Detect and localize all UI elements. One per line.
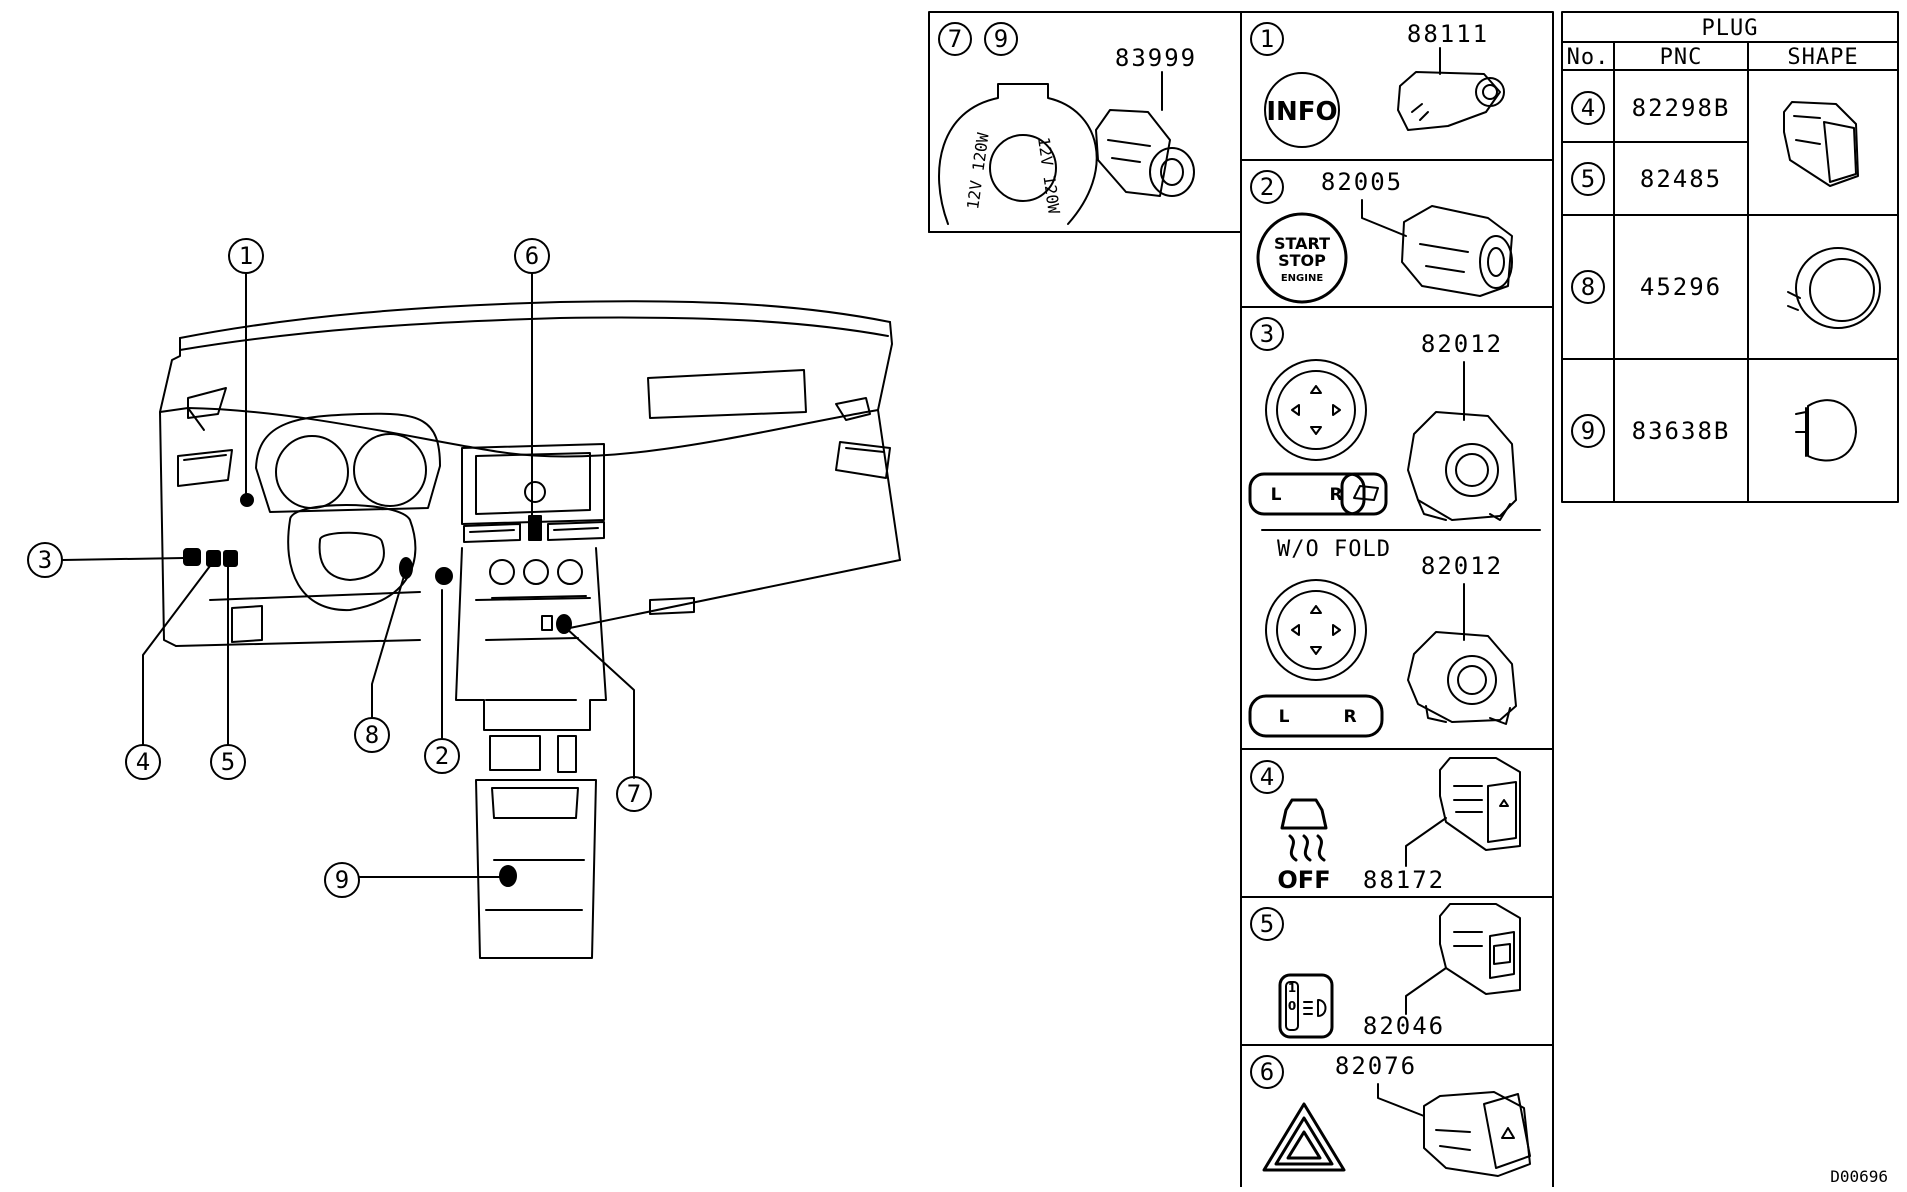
svg-text:45296: 45296 [1640, 273, 1722, 301]
hazard-switch-part-icon [1377, 1083, 1531, 1177]
plug-table: PLUG No. PNC SHAPE 4 82298B 5 82485 8 45… [1561, 11, 1899, 503]
svg-text:W/O FOLD: W/O FOLD [1277, 537, 1391, 562]
svg-text:9: 9 [1581, 417, 1595, 445]
mirror-switch-part-icon [1407, 361, 1517, 521]
svg-text:PNC: PNC [1660, 45, 1703, 70]
parts-column [928, 11, 1554, 1192]
stability-switch-part-icon [1405, 757, 1521, 867]
svg-text:5: 5 [221, 748, 235, 776]
mirror-fold-button-icon [1340, 472, 1388, 516]
plug-row: 8 45296 [1571, 270, 1722, 304]
callout-7: 7 [616, 776, 652, 812]
plug-9-shape-icon [1795, 399, 1857, 462]
svg-text:4: 4 [1260, 763, 1274, 791]
svg-text:INFO: INFO [1266, 97, 1337, 127]
svg-text:7: 7 [948, 25, 962, 53]
drawing-reference: D00696 [1830, 1167, 1888, 1186]
svg-text:12V 120W: 12V 120W [963, 131, 993, 210]
dashboard-drawing [62, 272, 901, 959]
plug-4-5-shape-icon [1783, 101, 1859, 187]
svg-text:2: 2 [435, 742, 449, 770]
callout-5: 5 [210, 744, 246, 780]
part-3: 3 82012 L R [1248, 317, 1517, 521]
svg-text:88111: 88111 [1407, 20, 1489, 48]
svg-text:ENGINE: ENGINE [1281, 273, 1323, 284]
mirror-switch-part-icon [1407, 583, 1517, 725]
svg-text:7: 7 [627, 780, 641, 808]
svg-text:83999: 83999 [1115, 44, 1197, 72]
hazard-triangle-icon [1262, 1102, 1346, 1172]
svg-text:6: 6 [525, 242, 539, 270]
svg-text:4: 4 [136, 748, 150, 776]
svg-text:82076: 82076 [1335, 1052, 1417, 1080]
svg-text:STOP: STOP [1278, 251, 1326, 270]
callout-2: 2 [424, 738, 460, 774]
headlight-leveling-icon: 1 0 [1278, 973, 1334, 1039]
svg-text:4: 4 [1581, 94, 1595, 122]
svg-text:1: 1 [239, 242, 253, 270]
svg-text:9: 9 [335, 866, 349, 894]
svg-text:3: 3 [1260, 320, 1274, 348]
svg-text:1: 1 [1288, 981, 1296, 995]
svg-text:12V 120W: 12V 120W [1034, 136, 1064, 215]
svg-text:5: 5 [1581, 165, 1595, 193]
svg-text:R: R [1329, 485, 1342, 505]
socket-part-icon [1095, 71, 1195, 197]
callout-4: 4 [125, 744, 161, 780]
plug-row: 4 82298B [1571, 91, 1731, 125]
part-4: 4 88172 OFF [1250, 757, 1521, 894]
mirror-lr-selector-icon: L R [1248, 694, 1384, 738]
svg-text:82298B: 82298B [1632, 94, 1731, 122]
svg-text:No.: No. [1567, 45, 1610, 70]
stability-off-icon: OFF [1277, 798, 1331, 894]
svg-text:1: 1 [1260, 25, 1274, 53]
svg-text:9: 9 [994, 25, 1008, 53]
svg-text:OFF: OFF [1277, 866, 1330, 894]
svg-text:R: R [1343, 707, 1356, 727]
plug-row: 9 83638B [1571, 414, 1731, 448]
plug-row: 5 82485 [1571, 162, 1722, 196]
svg-text:0: 0 [1288, 999, 1296, 1013]
start-stop-button-icon: START STOP ENGINE [1256, 212, 1348, 304]
socket-face-icon: 12V 120W 12V 120W [938, 83, 1098, 225]
svg-text:88172: 88172 [1363, 866, 1445, 894]
callout-6: 6 [514, 238, 550, 274]
svg-text:8: 8 [365, 721, 379, 749]
svg-text:82046: 82046 [1363, 1012, 1445, 1040]
mirror-lr-selector-icon: L R [1248, 472, 1366, 516]
svg-text:PLUG: PLUG [1702, 16, 1759, 41]
part-1: 1 88111 INFO [1250, 20, 1505, 148]
svg-text:5: 5 [1260, 910, 1274, 938]
svg-text:6: 6 [1260, 1058, 1274, 1086]
callout-3: 3 [27, 542, 63, 578]
svg-text:L: L [1279, 707, 1290, 727]
svg-text:82012: 82012 [1421, 552, 1503, 580]
part-6: 6 82076 [1250, 1052, 1531, 1177]
svg-text:2: 2 [1260, 173, 1274, 201]
plug-8-shape-icon [1787, 247, 1881, 329]
info-button-icon: INFO [1264, 72, 1340, 148]
mirror-joystick-icon [1265, 579, 1367, 681]
callout-9: 9 [324, 862, 360, 898]
socket-panel: 7 9 83999 12V 120W 12V 120W [928, 11, 1242, 233]
svg-text:SHAPE: SHAPE [1787, 45, 1858, 70]
svg-text:3: 3 [38, 546, 52, 574]
svg-text:82012: 82012 [1421, 330, 1503, 358]
part-3-wo-fold: W/O FOLD 82012 L R [1248, 537, 1517, 738]
svg-text:START: START [1274, 234, 1330, 253]
svg-text:83638B: 83638B [1632, 417, 1731, 445]
headlight-switch-part-icon [1405, 903, 1521, 1015]
part-5: 5 82046 1 0 [1250, 903, 1521, 1040]
callout-8: 8 [354, 717, 390, 753]
start-stop-part-icon [1361, 199, 1513, 297]
svg-text:82005: 82005 [1321, 168, 1403, 196]
info-switch-part-icon [1397, 47, 1505, 131]
mirror-joystick-icon [1265, 359, 1367, 461]
svg-text:L: L [1271, 485, 1282, 505]
part-2: 2 82005 START STOP ENGINE [1250, 168, 1513, 304]
callout-1: 1 [228, 238, 264, 274]
svg-text:8: 8 [1581, 273, 1595, 301]
svg-text:82485: 82485 [1640, 165, 1722, 193]
